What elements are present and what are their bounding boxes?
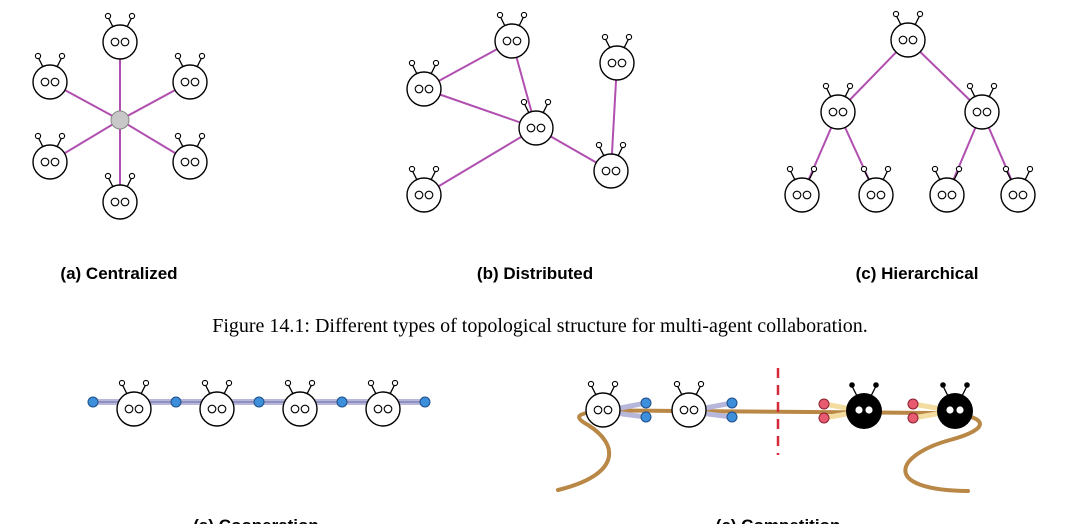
agent-icon — [494, 11, 530, 59]
subfigure-label-competition: (c) Competition — [716, 516, 841, 524]
team-left-hands — [640, 397, 738, 423]
subfigure-label-hierarchical: (c) Hierarchical — [856, 264, 979, 283]
team-right-hands — [818, 398, 919, 424]
subfigure-label-distributed: (b) Distributed — [477, 264, 593, 283]
subfigure-label-centralized: (a) Centralized — [60, 264, 177, 283]
agent-icon — [964, 82, 1000, 130]
agent-icon — [32, 52, 68, 100]
competition-diagram — [556, 368, 982, 493]
agent-icon — [406, 165, 442, 213]
agent-icon — [784, 165, 820, 213]
centralized-diagram — [32, 12, 208, 220]
hierarchical-diagram — [784, 10, 1036, 213]
agent-icon — [845, 381, 883, 430]
agent-icon — [585, 380, 621, 428]
agent-icon — [820, 82, 856, 130]
agent-icon — [929, 165, 965, 213]
agent-icon — [172, 52, 208, 100]
agent-icon — [32, 132, 68, 180]
agent-icon — [890, 10, 926, 58]
agent-icon — [936, 381, 974, 430]
cooperation-diagram — [87, 379, 431, 427]
agent-icon — [102, 12, 138, 60]
subfigure-label-cooperation: (a) Cooperation — [193, 516, 319, 524]
agent-icon — [282, 379, 318, 427]
cooperation-joint-nodes — [87, 396, 431, 408]
central-hub-node — [110, 110, 130, 130]
agent-icon — [406, 59, 442, 107]
agent-icon — [599, 33, 635, 81]
agent-icon — [671, 380, 707, 428]
agent-icon — [858, 165, 894, 213]
agent-icon — [199, 379, 235, 427]
agent-icon — [365, 379, 401, 427]
agent-icon — [1000, 165, 1036, 213]
agent-icon — [172, 132, 208, 180]
figure-caption: Figure 14.1: Different types of topologi… — [212, 315, 868, 337]
distributed-edges — [423, 40, 618, 196]
agent-icon — [518, 98, 554, 146]
agent-icon — [593, 141, 629, 189]
rope — [556, 408, 982, 493]
agent-icon — [116, 379, 152, 427]
distributed-diagram — [406, 11, 635, 213]
